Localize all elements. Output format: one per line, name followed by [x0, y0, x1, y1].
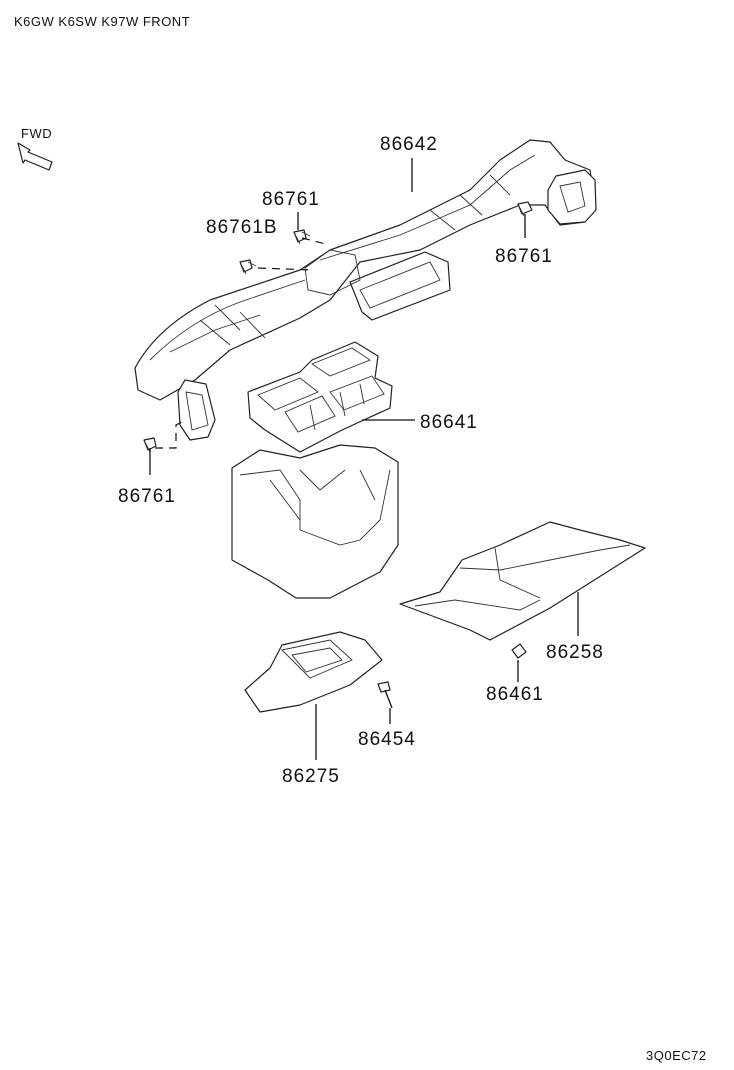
fwd-label: FWD: [21, 126, 52, 141]
callout-86461: 86461: [486, 684, 544, 705]
heater-unit-outline: [231, 444, 399, 599]
clip-right-86761[interactable]: [517, 201, 533, 217]
forward-arrow-icon: [17, 142, 53, 171]
callout-86275: 86275: [282, 766, 340, 787]
clip-floor-86461[interactable]: [511, 643, 527, 659]
screw-86454[interactable]: [377, 681, 393, 709]
callout-86761-top: 86761: [262, 189, 320, 210]
callout-86761-left: 86761: [118, 486, 176, 507]
model-code-header: K6GW K6SW K97W FRONT: [14, 14, 190, 29]
clip-b-86761b[interactable]: [239, 259, 257, 275]
upper-duct-86642[interactable]: [134, 139, 597, 441]
diagram-code: 3Q0EC72: [646, 1048, 707, 1063]
callout-86258: 86258: [546, 642, 604, 663]
callout-86761b: 86761B: [206, 217, 278, 238]
callout-86641: 86641: [420, 412, 478, 433]
clip-top-86761[interactable]: [293, 229, 311, 245]
callout-86454: 86454: [358, 729, 416, 750]
clip-left-86761[interactable]: [143, 437, 157, 453]
callout-86642: 86642: [380, 134, 438, 155]
floor-duct-86258[interactable]: [399, 521, 646, 641]
callout-86761-right: 86761: [495, 246, 553, 267]
small-duct-86275[interactable]: [244, 631, 383, 713]
vent-housing-86641[interactable]: [247, 341, 393, 453]
